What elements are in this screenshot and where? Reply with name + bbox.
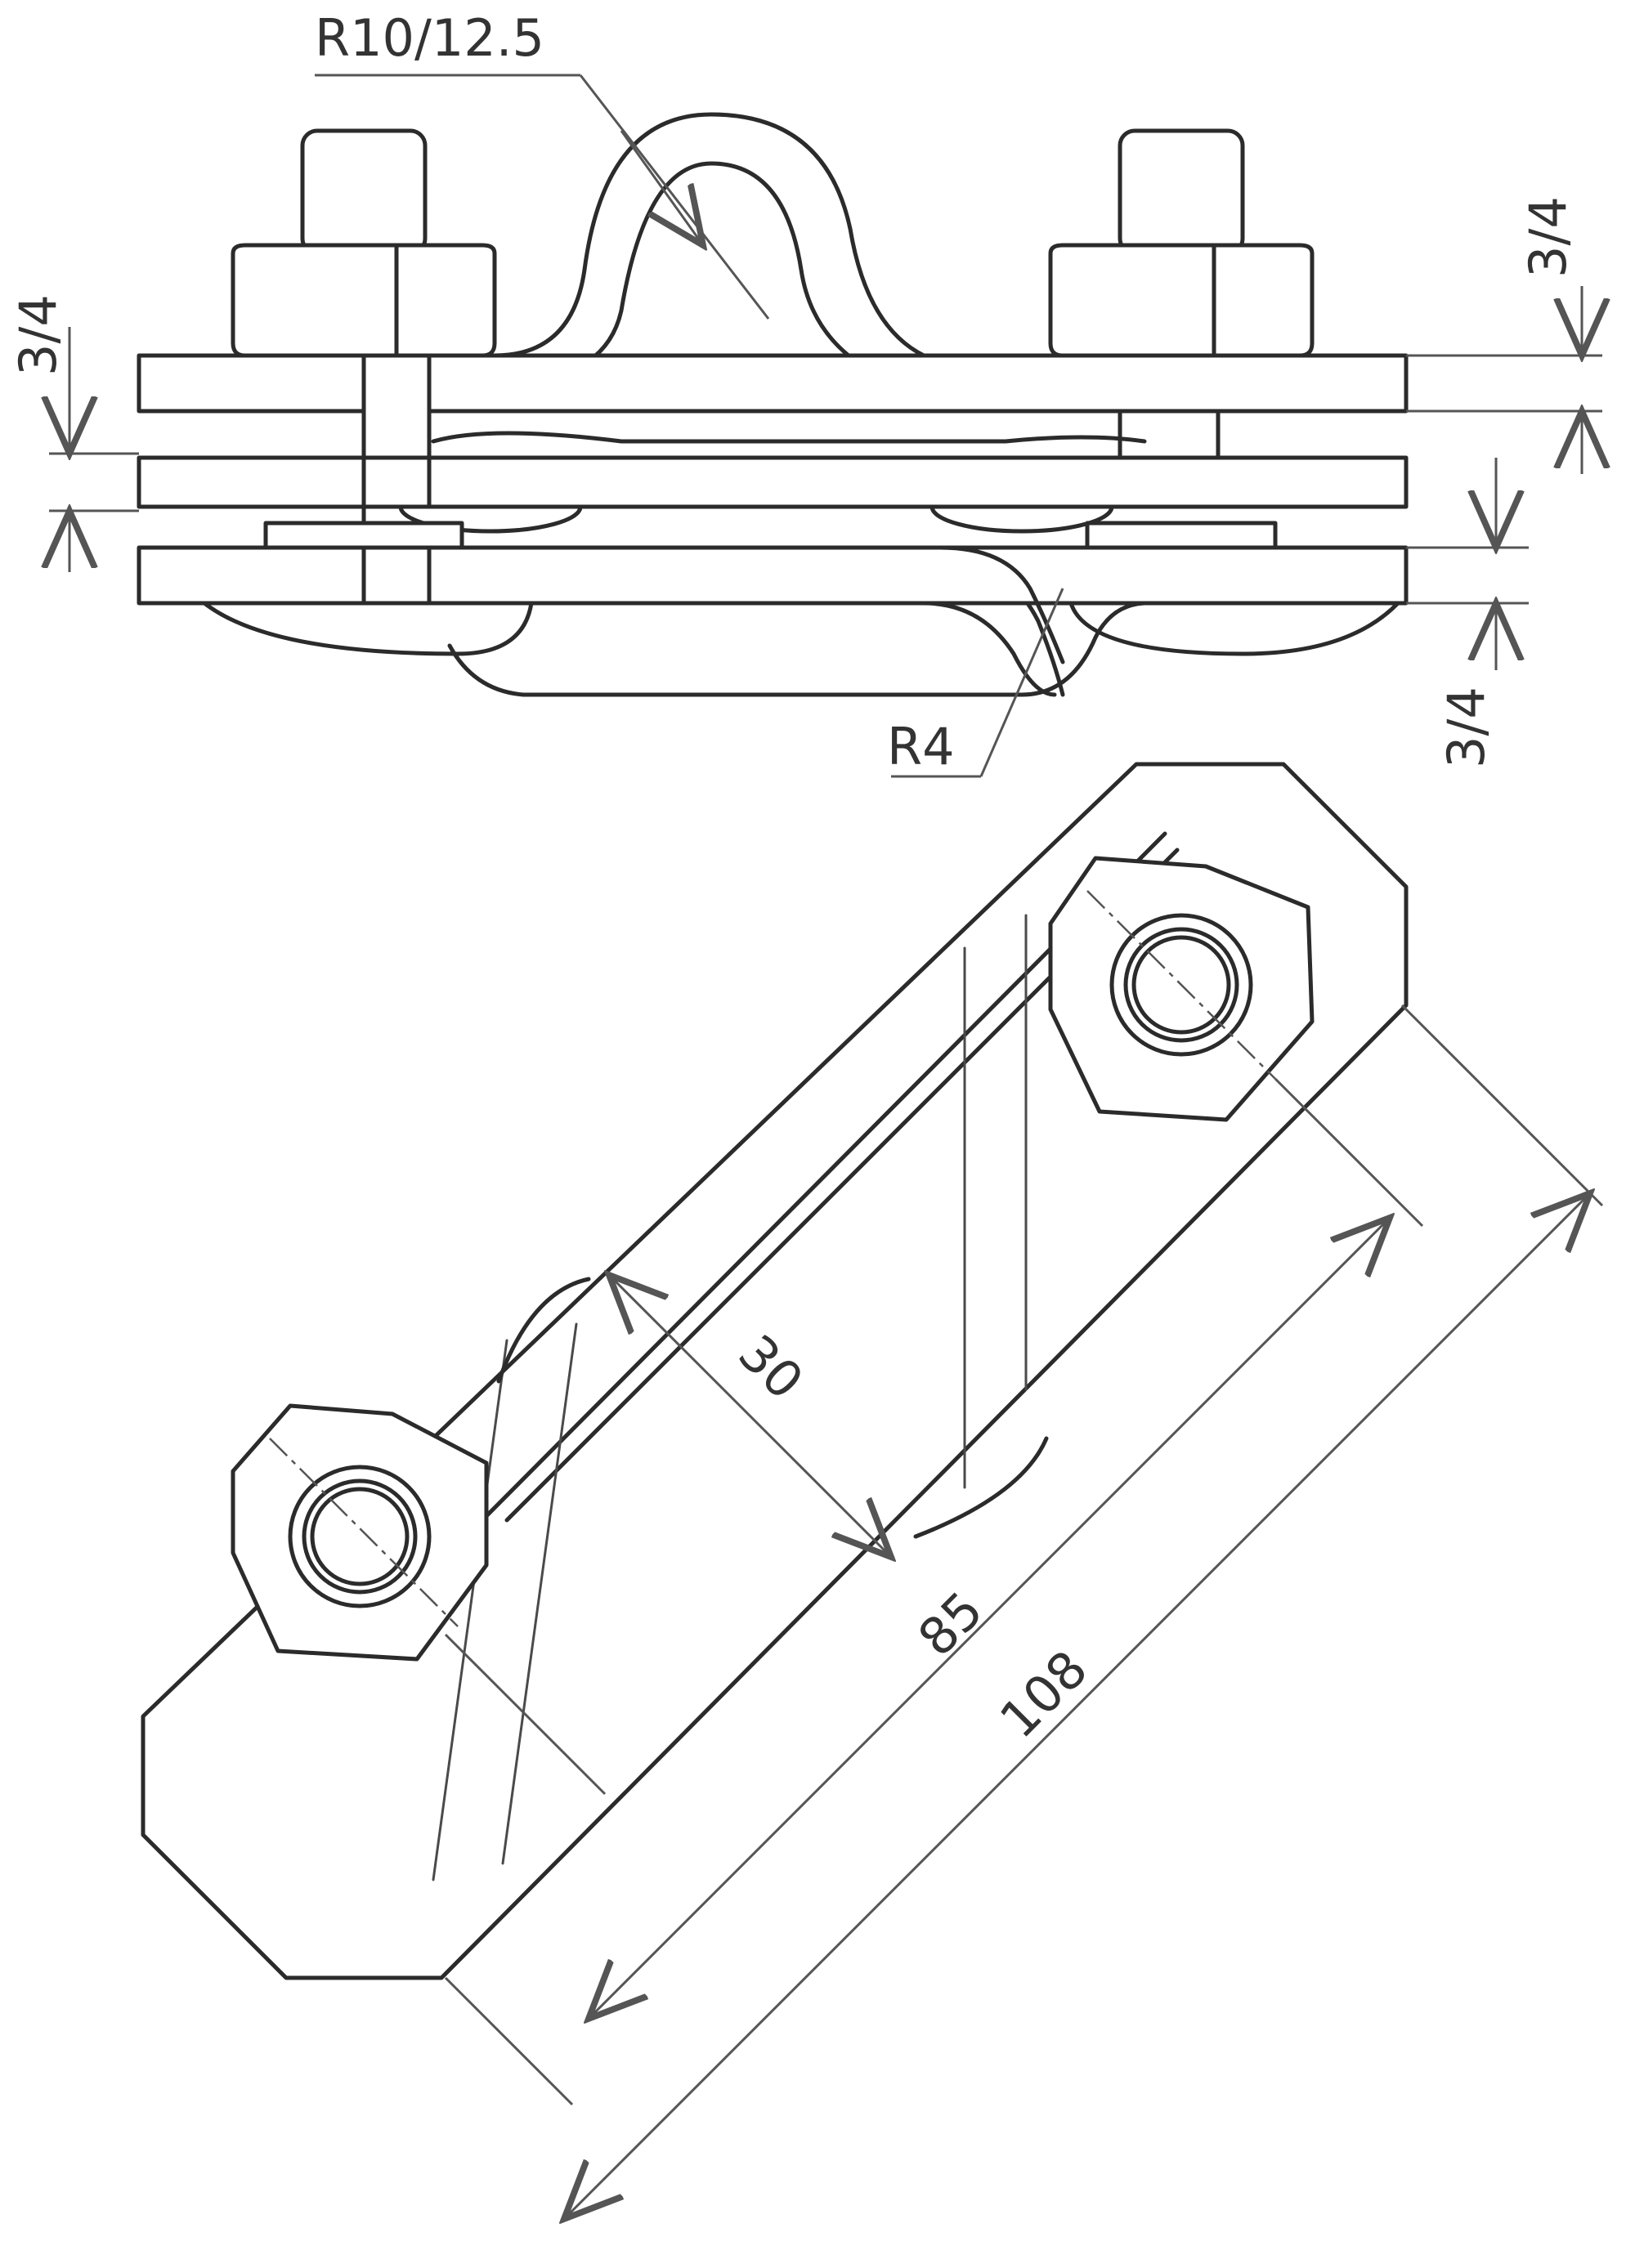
- label-length-108: 108: [988, 1639, 1099, 1749]
- label-thickness-right-bottom: 3/4: [1436, 687, 1496, 768]
- label-radius-bottom: R4: [887, 717, 955, 776]
- top-view: 30 85 108: [141, 762, 1604, 2219]
- label-thickness-right-top: 3/4: [1518, 196, 1578, 278]
- side-view: R10/12.5 R4 3/4 3/4 3/4: [8, 8, 1602, 778]
- label-radius-top: R10/12.5: [315, 8, 544, 68]
- lower-saddle: [202, 601, 534, 656]
- label-length-85: 85: [907, 1580, 994, 1667]
- label-thickness-left: 3/4: [8, 294, 68, 376]
